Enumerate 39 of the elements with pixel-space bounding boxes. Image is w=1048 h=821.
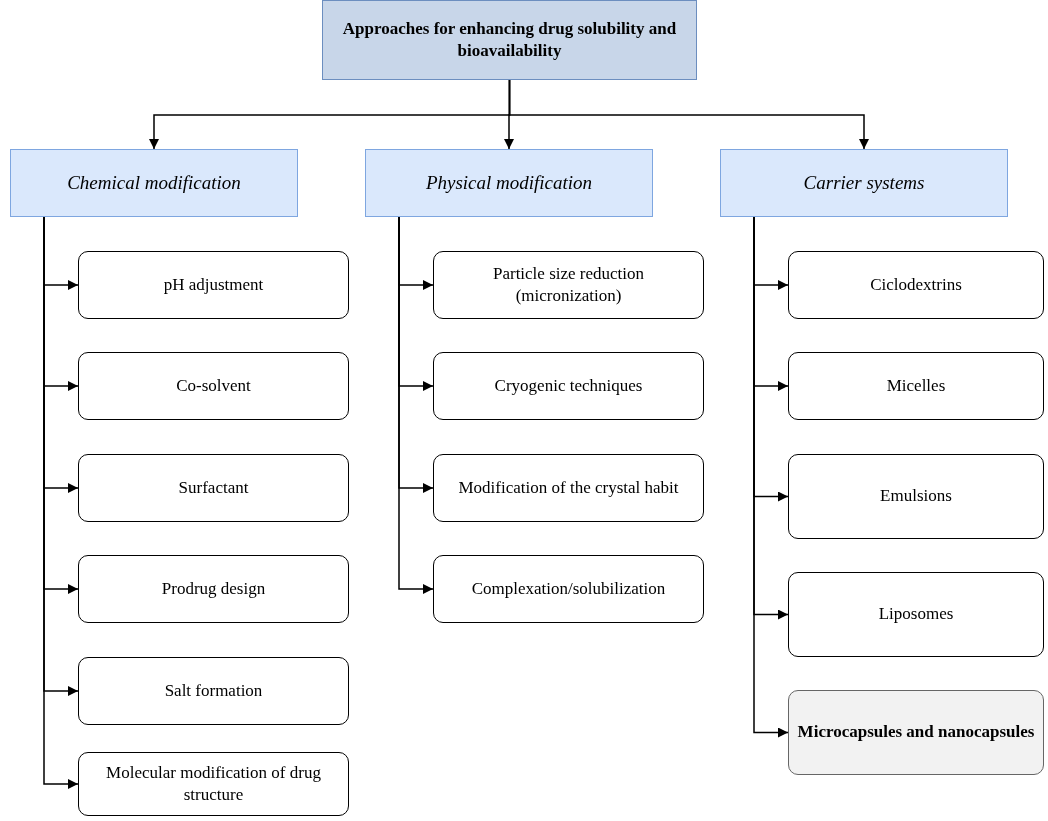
arrow bbox=[508, 79, 869, 150]
method-box bbox=[788, 454, 1044, 539]
box-label: Prodrug design bbox=[160, 577, 267, 600]
method-box bbox=[788, 251, 1044, 319]
method-box bbox=[78, 454, 349, 522]
box-label: Ciclodextrins bbox=[869, 273, 963, 296]
box-label: pH adjustment bbox=[162, 273, 265, 296]
method-box bbox=[788, 352, 1044, 420]
box-label: Emulsions bbox=[879, 485, 953, 508]
method-box bbox=[78, 555, 349, 623]
box-label: Microcapsules and nanocapsules bbox=[796, 721, 1036, 744]
method-box bbox=[788, 572, 1044, 657]
title-box bbox=[322, 0, 697, 80]
method-box bbox=[433, 454, 704, 522]
box-label: Carrier systems bbox=[802, 170, 926, 195]
method-box bbox=[433, 352, 704, 420]
box-label: Approaches for enhancing drug solubility and bioavailability bbox=[341, 17, 678, 62]
method-box bbox=[433, 251, 704, 319]
category-box bbox=[365, 149, 653, 217]
box-label: Cryogenic techniques bbox=[493, 374, 644, 397]
method-box bbox=[78, 352, 349, 420]
method-box bbox=[788, 690, 1044, 775]
method-box bbox=[433, 555, 704, 623]
box-label: Modification of the crystal habit bbox=[457, 476, 680, 499]
box-label: Liposomes bbox=[877, 603, 955, 626]
method-box bbox=[78, 752, 349, 816]
box-label: Physical modification bbox=[424, 170, 594, 195]
category-box bbox=[10, 149, 298, 217]
box-label: Molecular modification of drug structure bbox=[105, 761, 322, 806]
box-label: Surfactant bbox=[177, 476, 250, 499]
box-label: Particle size reduction (micronization) bbox=[491, 262, 646, 307]
box-label: Micelles bbox=[885, 374, 947, 397]
box-label: Complexation/solubilization bbox=[470, 577, 667, 600]
box-label: Salt formation bbox=[163, 679, 264, 702]
category-box bbox=[720, 149, 1008, 217]
box-label: Co-solvent bbox=[175, 374, 252, 397]
method-box bbox=[78, 657, 349, 725]
method-box bbox=[78, 251, 349, 319]
box-label: Chemical modification bbox=[66, 170, 242, 195]
